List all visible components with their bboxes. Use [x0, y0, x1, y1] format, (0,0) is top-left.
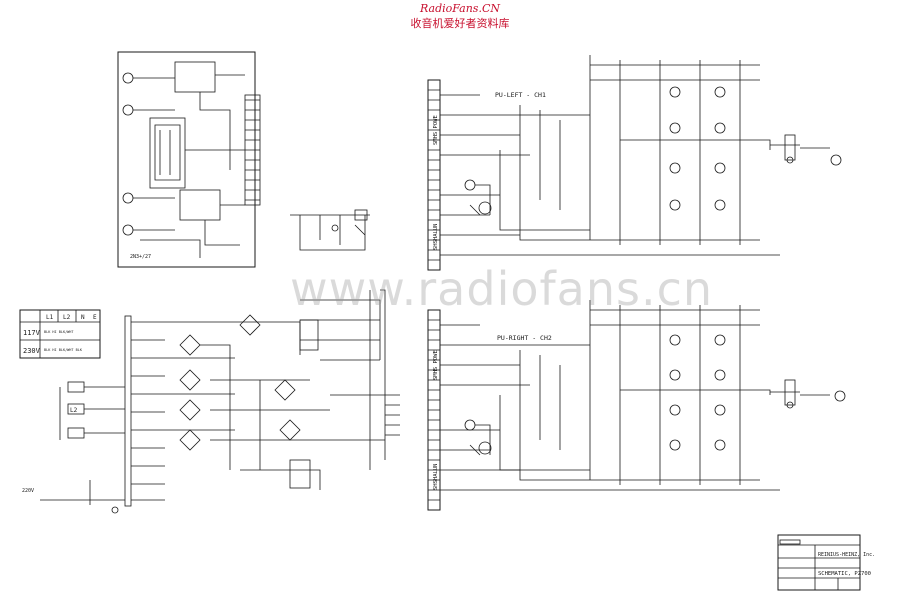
ch2-module-top-label: SMHS POWE: [433, 350, 439, 380]
watermark: www.radiofans.cn: [290, 262, 714, 316]
title-block: REINIUS-HEINZ, Inc. SCHEMATIC, PZ700: [777, 534, 875, 591]
vt-col-e: E: [93, 314, 97, 321]
ch1-module-bottom-label: SHSHALUN: [433, 224, 439, 251]
ch2-module-bottom-label: SHSHALUN: [433, 464, 439, 491]
site-name: RadioFans.CN: [420, 2, 500, 15]
ch1-title: PU-LEFT - CH1: [495, 91, 546, 99]
channel-1-amplifier: SMHS POWE SHSHALUN PU-LEFT - CH1: [427, 55, 842, 271]
ac-input-label: 220V: [22, 488, 34, 494]
preamp-board: 2N3+/27: [117, 51, 261, 268]
site-subtitle: 收音机爱好者资料库: [410, 17, 510, 30]
vt-col-n: N: [81, 314, 85, 321]
preamp-model-label: 2N3+/27: [130, 254, 151, 260]
vt-col-l2: L2: [63, 314, 71, 321]
power-supply: L1 L2 N E 117V 230V BLK HI BLK/WHT BLK H…: [19, 289, 400, 514]
title-block-title: SCHEMATIC, PZ700: [818, 571, 871, 577]
vt-230v: 230V: [23, 347, 41, 355]
vt-117v: 117V: [23, 329, 41, 337]
ch1-module-top-label: SMHS POWE: [433, 115, 439, 145]
vt-117v-note: BLK HI BLK/WHT: [44, 330, 74, 334]
regulator-circuit: [290, 209, 370, 251]
title-block-company: REINIUS-HEINZ, Inc.: [818, 552, 875, 558]
channel-2-amplifier: SMHS POWE SHSHALUN PU-RIGHT - CH2: [427, 300, 846, 511]
vt-col-l1: L1: [46, 314, 54, 321]
ch2-title: PU-RIGHT - CH2: [497, 334, 552, 342]
vt-230v-note: BLK HI BLK/WHT BLK: [44, 348, 83, 352]
coil-l2-label: L2: [70, 407, 78, 414]
